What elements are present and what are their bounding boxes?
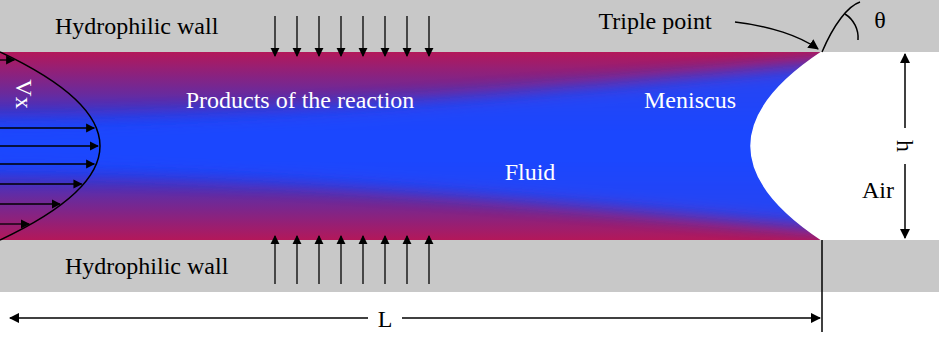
flux-arrow xyxy=(428,236,429,284)
region-label: Meniscus xyxy=(644,87,736,113)
wall-label: Hydrophilic wall xyxy=(55,13,218,39)
dimension-line xyxy=(402,317,820,319)
flux-arrow xyxy=(340,236,341,284)
velocity-arrow xyxy=(0,163,94,164)
bottom-wall-band xyxy=(0,240,939,292)
region-label: Fluid xyxy=(505,159,556,185)
fluid-region xyxy=(0,52,840,240)
velocity-arrow xyxy=(0,183,82,184)
meniscus-line xyxy=(751,52,822,240)
dimension-line xyxy=(904,164,906,238)
flux-arrow xyxy=(318,236,319,284)
dimension-line xyxy=(10,317,368,319)
velocity-arrow xyxy=(0,127,94,128)
flux-arrow xyxy=(362,16,363,56)
dimension-label: h xyxy=(892,140,918,152)
flux-arrow xyxy=(384,16,385,56)
flux-arrow xyxy=(406,16,407,56)
velocity-arrows xyxy=(0,60,98,224)
flux-arrow xyxy=(428,16,429,56)
flux-arrow xyxy=(274,16,275,56)
angle-symbol: θ xyxy=(874,7,886,33)
wall-label: Hydrophilic wall xyxy=(65,253,228,279)
flux-arrow xyxy=(274,236,275,284)
velocity-profile xyxy=(0,52,100,240)
flux-arrow xyxy=(406,236,407,284)
velocity-arrow xyxy=(0,223,29,224)
region-label: Air xyxy=(862,177,894,203)
dimension-label: L xyxy=(378,306,393,332)
wall-flux-arrows xyxy=(275,16,429,284)
flux-arrow xyxy=(362,236,363,284)
top-wall-band xyxy=(0,0,939,52)
extension-line xyxy=(821,240,823,332)
velocity-arrow xyxy=(0,59,14,60)
dimension-line xyxy=(904,54,906,128)
region-label: Products of the reaction xyxy=(186,87,415,113)
wall-band: Hydrophilic wall xyxy=(0,240,939,292)
velocity-arrow xyxy=(0,145,98,146)
velocity-label: Vx xyxy=(11,79,37,108)
contact-line xyxy=(822,2,860,52)
callout-label: Triple point xyxy=(598,8,711,34)
velocity-arrow xyxy=(0,203,60,204)
flux-arrow xyxy=(318,16,319,56)
flux-arrow xyxy=(384,236,385,284)
fluid-core xyxy=(0,62,840,230)
flux-arrow xyxy=(296,16,297,56)
leader-line xyxy=(735,22,818,49)
flux-arrow xyxy=(296,236,297,284)
flux-arrow xyxy=(340,16,341,56)
wall-band: Hydrophilic wall xyxy=(0,0,939,52)
angle-arc xyxy=(845,14,858,40)
